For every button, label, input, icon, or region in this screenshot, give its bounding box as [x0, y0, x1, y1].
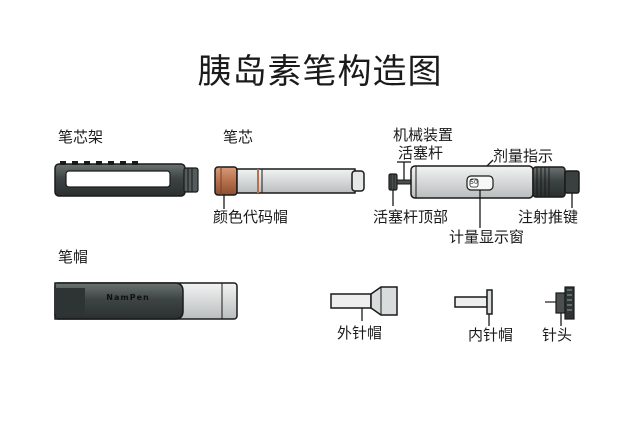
- label-mechanical-device: 机械装置: [393, 126, 454, 144]
- inner-needle-cap: [454, 289, 493, 315]
- leader-lines: [223, 159, 573, 326]
- label-pen-core: 笔芯: [223, 128, 254, 146]
- needle: [545, 286, 575, 320]
- outer-needle-cap: [330, 286, 398, 316]
- label-needle: 针头: [542, 326, 573, 344]
- label-dose-indicator: 剂量指示: [493, 147, 554, 165]
- label-inner-needle-cap: 内针帽: [468, 326, 514, 344]
- label-injection-button: 注射推键: [518, 208, 579, 226]
- label-color-code-cap: 颜色代码帽: [213, 208, 289, 226]
- pen-cap: [54, 282, 238, 320]
- dose-window-value: 50: [470, 179, 478, 186]
- diagram-title: 胰岛素笔构造图: [197, 52, 443, 92]
- mechanical-device: [388, 165, 580, 199]
- pen-core: [214, 166, 365, 196]
- label-pen-cap: 笔帽: [58, 248, 89, 266]
- pen-cap-brand-text: NamPen: [106, 293, 150, 302]
- label-piston-rod: 活塞杆: [398, 144, 444, 162]
- label-piston-rod-top: 活塞杆顶部: [373, 208, 449, 226]
- label-outer-needle-cap: 外针帽: [337, 324, 383, 342]
- label-dose-window: 计量显示窗: [449, 228, 525, 246]
- label-pen-core-holder: 笔芯架: [58, 128, 104, 146]
- pen-core-holder: [54, 161, 199, 197]
